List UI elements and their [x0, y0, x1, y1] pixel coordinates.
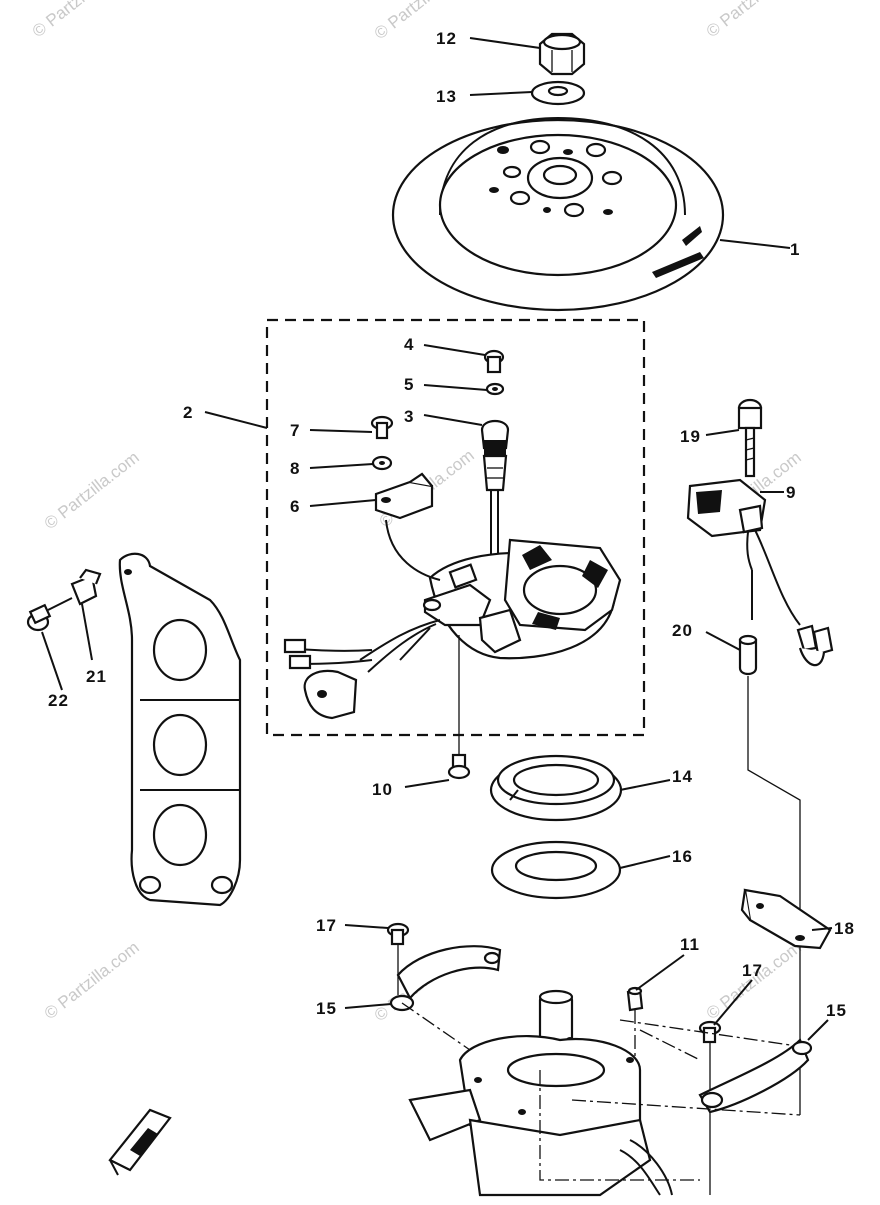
callout-10[interactable]: 10 — [372, 780, 393, 799]
part-18-bracket[interactable] — [740, 888, 832, 950]
part-13-washer[interactable] — [530, 80, 586, 106]
stator-assembly-outline — [265, 318, 646, 737]
part-7-screw[interactable] — [370, 415, 394, 440]
watermark: © Partzilla.com — [41, 448, 143, 534]
part-20-cap[interactable] — [738, 634, 758, 676]
watermark: © Partzilla.com — [703, 0, 805, 41]
part-14-spacer-ring[interactable] — [489, 754, 623, 822]
callout-3[interactable]: 3 — [404, 407, 414, 426]
ground-lead — [747, 676, 801, 1115]
callout-8[interactable]: 8 — [290, 459, 300, 478]
part-8-washer[interactable] — [371, 455, 393, 471]
callout-19[interactable]: 19 — [680, 427, 701, 446]
callout-15-left[interactable]: 15 — [316, 999, 337, 1018]
part-12-nut[interactable] — [538, 32, 586, 76]
callout-21[interactable]: 21 — [86, 667, 107, 686]
callout-13[interactable]: 13 — [436, 87, 457, 106]
part-16-plate[interactable] — [490, 840, 622, 900]
assembly-centerlines — [401, 1002, 801, 1181]
part-15-holder-left[interactable] — [389, 945, 502, 1012]
part-4-screw[interactable] — [483, 349, 505, 374]
part-22-screw[interactable] — [26, 597, 73, 632]
callout-9[interactable]: 9 — [786, 483, 796, 502]
leader-lines — [41, 37, 833, 1041]
callout-2[interactable]: 2 — [183, 403, 193, 422]
part-9-ignition-unit[interactable] — [686, 478, 834, 667]
cylinder-manifold — [118, 552, 242, 907]
callout-15-right[interactable]: 15 — [826, 1001, 847, 1020]
part-1-flywheel[interactable] — [391, 116, 725, 312]
callout-18[interactable]: 18 — [834, 919, 855, 938]
callout-7[interactable]: 7 — [290, 421, 300, 440]
bracket-detail — [108, 1108, 172, 1176]
watermark: © Partzilla.com — [371, 0, 473, 43]
part-6-clamp[interactable] — [374, 472, 434, 520]
callout-20[interactable]: 20 — [672, 621, 693, 640]
part-21-clip[interactable] — [70, 568, 102, 606]
callout-4[interactable]: 4 — [404, 335, 414, 354]
callouts: 12 13 1 2 4 5 3 7 8 6 19 9 20 10 14 16 1… — [48, 29, 855, 1020]
callout-1[interactable]: 1 — [790, 240, 800, 259]
part-3-pulser-coil[interactable] — [480, 419, 510, 560]
callout-17-left[interactable]: 17 — [316, 916, 337, 935]
callout-22[interactable]: 22 — [48, 691, 69, 710]
part-19-screw[interactable] — [737, 398, 763, 478]
callout-12[interactable]: 12 — [436, 29, 457, 48]
engine-base — [408, 989, 673, 1197]
part-15-holder-right[interactable] — [698, 1038, 813, 1114]
part-10-bolt[interactable] — [447, 635, 471, 780]
watermark: © Partzilla.com — [29, 0, 131, 41]
callout-6[interactable]: 6 — [290, 497, 300, 516]
part-11-woodruff-key[interactable] — [626, 986, 644, 1012]
watermark: © Partzilla.com — [703, 938, 805, 1024]
callout-11[interactable]: 11 — [680, 935, 700, 954]
callout-16[interactable]: 16 — [672, 847, 693, 866]
part-5-washer[interactable] — [485, 382, 505, 396]
stator-base[interactable] — [422, 538, 622, 660]
watermark: © Partzilla.com — [41, 938, 143, 1024]
callout-5[interactable]: 5 — [404, 375, 414, 394]
stator-wire-harness — [283, 519, 441, 720]
callout-17-right[interactable]: 17 — [742, 961, 763, 980]
part-17-screw-left[interactable] — [386, 922, 410, 995]
callout-14[interactable]: 14 — [672, 767, 693, 786]
